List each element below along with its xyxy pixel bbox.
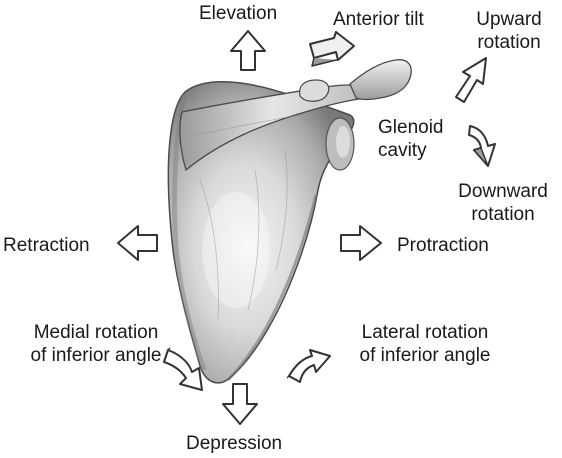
label-upward-rotation: Upward rotation <box>465 8 553 54</box>
label-medial-rotation-line-2: of inferior angle <box>30 345 162 366</box>
acromion <box>349 59 412 101</box>
label-upward-rotation-line-1: Upward <box>476 9 542 30</box>
label-anterior-tilt: Anterior tilt <box>333 9 424 30</box>
scapula-body <box>167 80 355 384</box>
label-downward-rotation-line-2: rotation <box>471 204 535 225</box>
label-medial-rotation: Medial rotation of inferior angle <box>8 321 184 367</box>
scapular-spine <box>179 84 367 172</box>
label-lateral-rotation-line-1: Lateral rotation <box>361 322 489 343</box>
glenoid-highlight <box>336 126 350 158</box>
label-upward-rotation-line-2: rotation <box>477 32 541 53</box>
label-glenoid-cavity: Glenoid cavity <box>378 116 444 162</box>
label-lateral-rotation: Lateral rotation of inferior angle <box>341 321 509 367</box>
retraction-arrow-icon <box>117 225 158 261</box>
label-downward-rotation: Downward rotation <box>453 180 553 226</box>
downward-rotation-arrow-icon <box>468 125 496 167</box>
protraction-arrow-icon <box>340 225 382 261</box>
lateral-border-ridge <box>226 194 318 382</box>
scapula-bone <box>167 59 412 384</box>
label-protraction: Protraction <box>397 235 489 256</box>
depression-arrow-icon <box>222 383 258 425</box>
lateral-rotation-arrow-icon <box>286 349 331 383</box>
bone-texture <box>194 113 306 321</box>
medial-rotation-arrow-icon <box>163 347 203 391</box>
label-elevation: Elevation <box>199 3 278 24</box>
fossa-highlight <box>202 192 270 308</box>
coracoid-process <box>299 79 330 102</box>
label-glenoid-cavity-line-2: cavity <box>378 140 427 161</box>
label-lateral-rotation-line-2: of inferior angle <box>359 345 491 366</box>
elevation-arrow-icon <box>230 30 266 71</box>
label-glenoid-cavity-line-1: Glenoid <box>378 117 444 138</box>
label-depression: Depression <box>186 433 283 454</box>
upward-rotation-arrow-icon <box>455 57 487 103</box>
anterior-tilt-arrow-icon <box>309 31 355 67</box>
label-downward-rotation-line-1: Downward <box>458 181 548 202</box>
medial-border-shade <box>171 93 207 371</box>
label-retraction: Retraction <box>3 235 90 256</box>
label-medial-rotation-line-1: Medial rotation <box>33 322 159 343</box>
